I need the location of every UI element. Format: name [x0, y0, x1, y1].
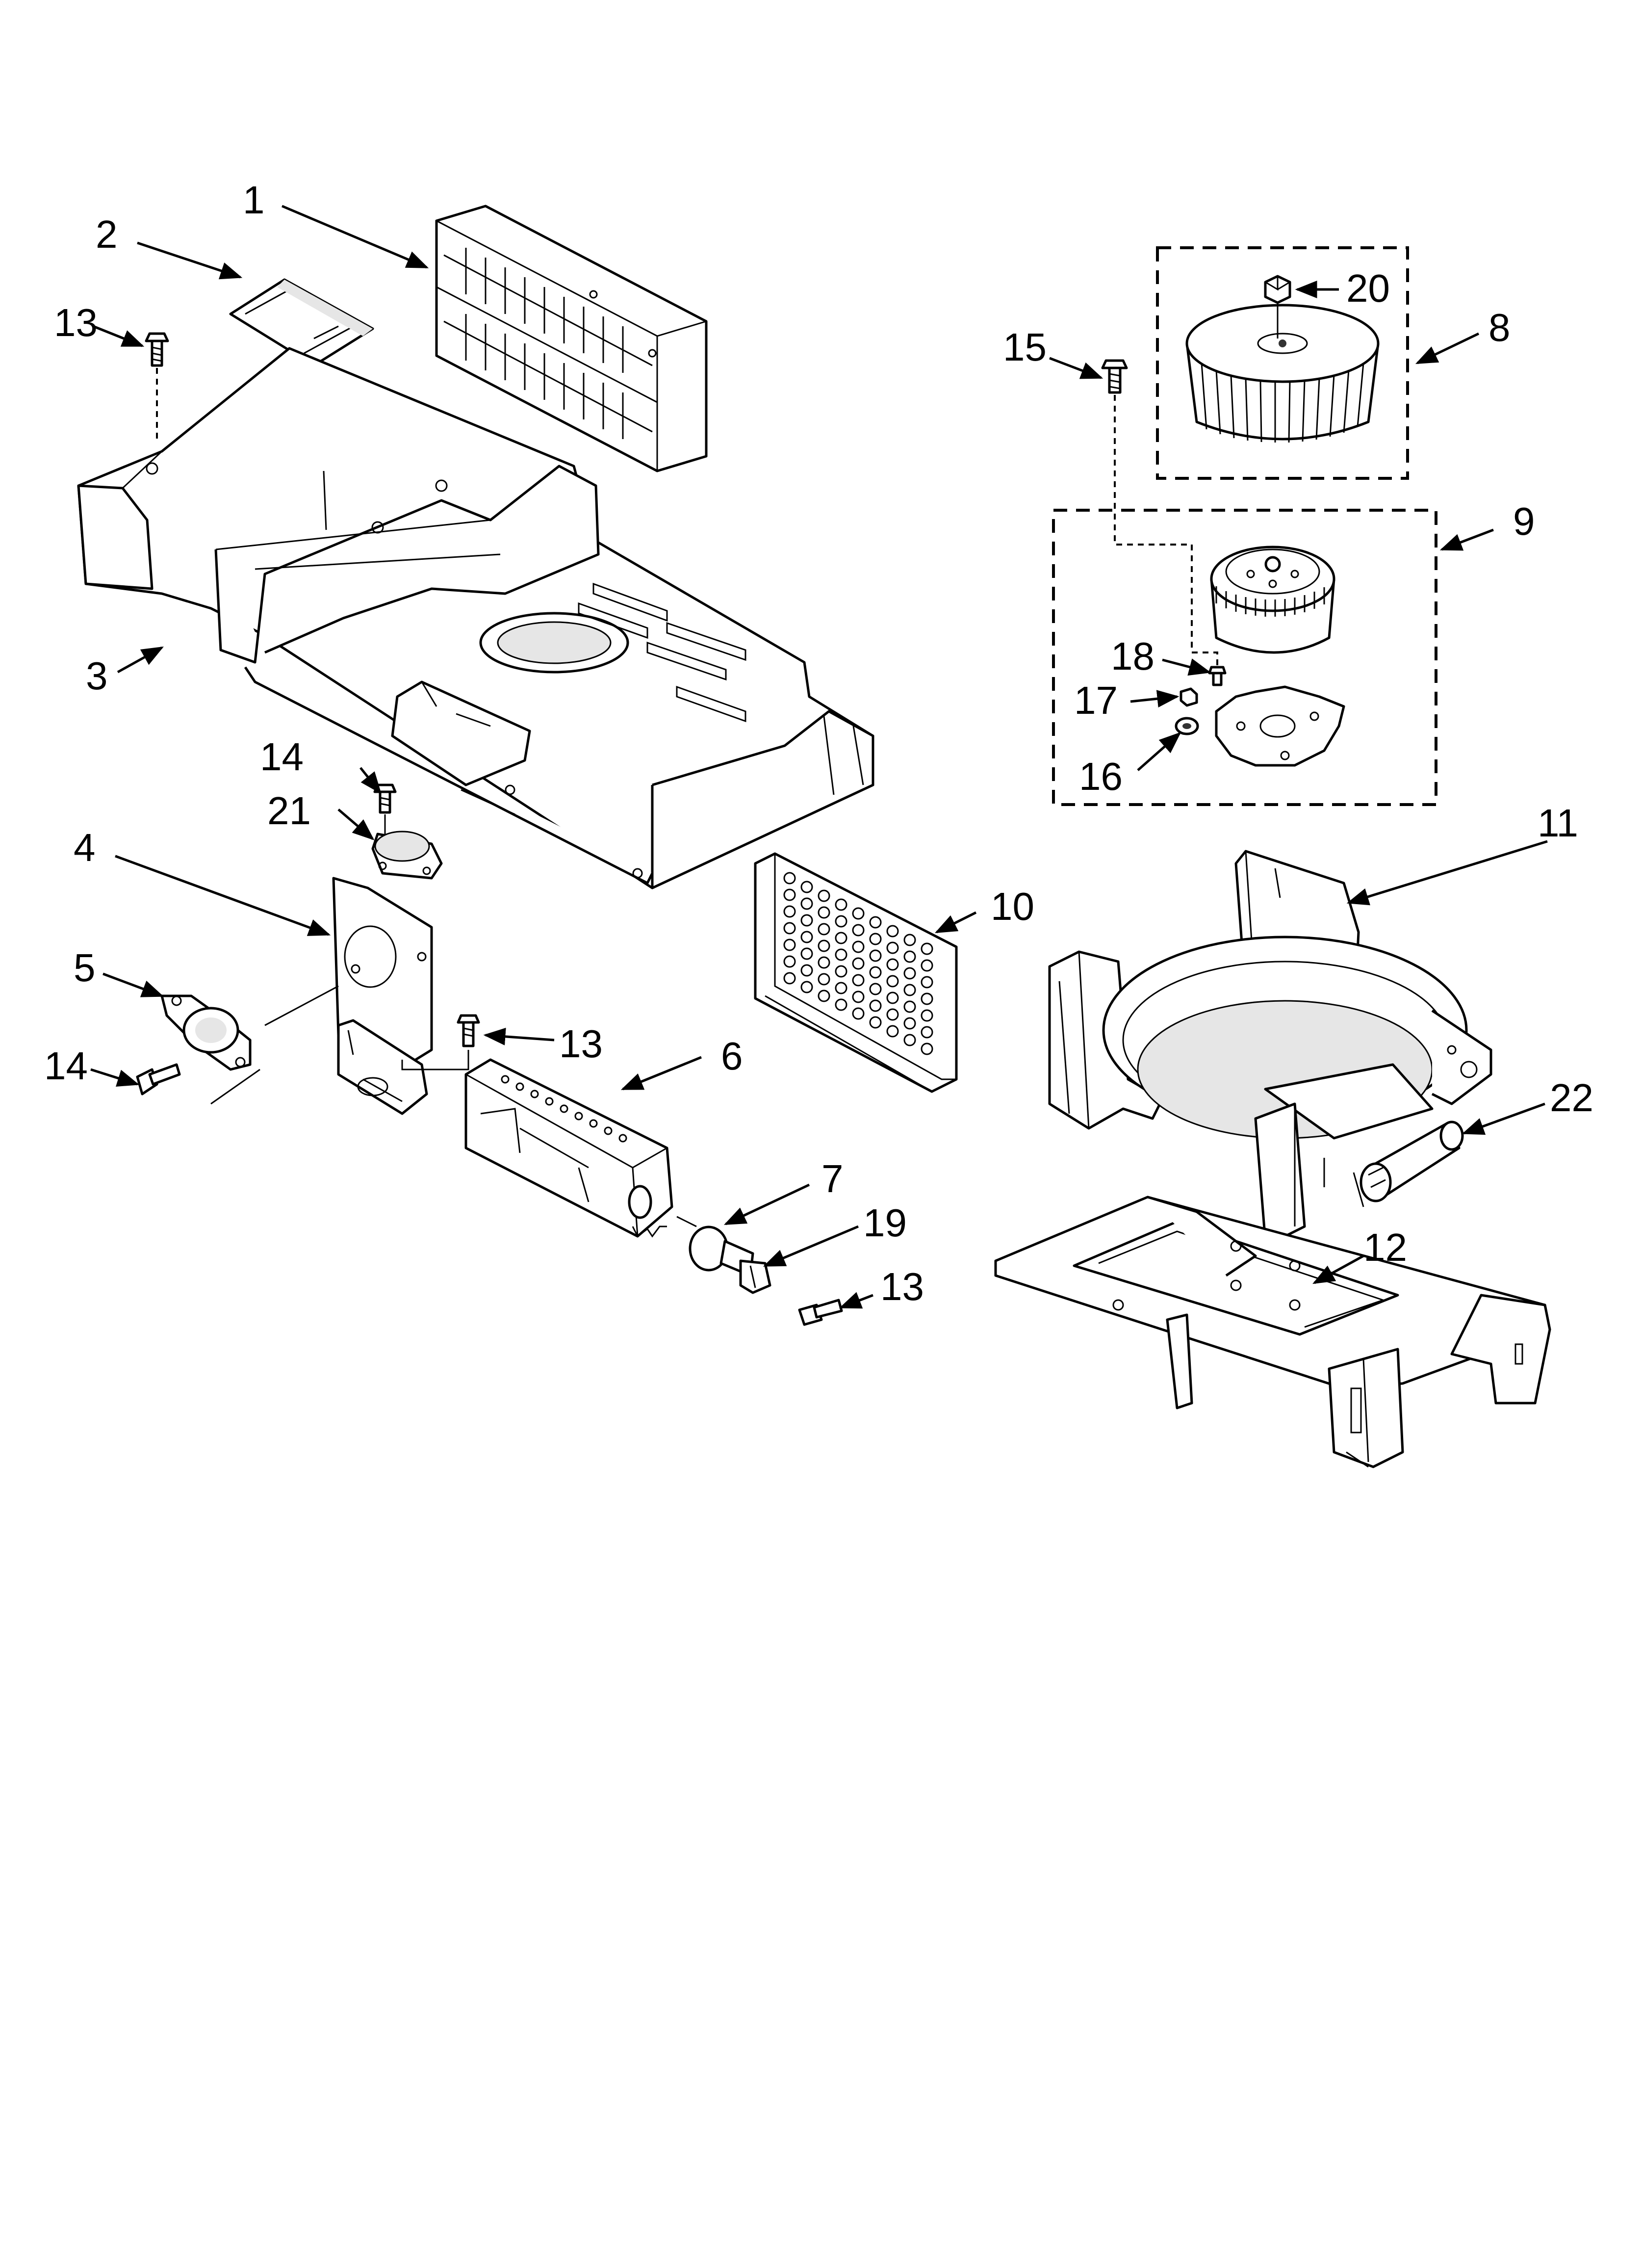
screw-15 — [1101, 359, 1128, 394]
part-9-motor-assembly — [1052, 395, 1437, 806]
part-21-thermal-fuse — [371, 831, 443, 880]
callout-22: 22 — [1550, 1076, 1593, 1120]
screw-13-lower — [798, 1299, 843, 1326]
part-4-mounting-bracket — [332, 877, 433, 1115]
callout-21: 21 — [267, 789, 311, 833]
callout-11: 11 — [1538, 801, 1578, 845]
callout-8: 8 — [1488, 306, 1511, 349]
part-19-socket — [739, 1259, 771, 1294]
callout-20: 20 — [1346, 266, 1390, 310]
callout-10: 10 — [991, 885, 1034, 928]
callout-3: 3 — [86, 654, 108, 698]
part-2-cover-plate — [229, 278, 374, 367]
part-3-main-housing — [77, 347, 874, 889]
callout-18: 18 — [1111, 634, 1155, 678]
part-5-thermostat — [160, 994, 252, 1071]
part-6-lamp-housing — [464, 1058, 673, 1238]
callout-labels: 1 2 3 4 5 6 7 8 9 10 11 12 13 13 13 14 1… — [44, 178, 1593, 1308]
callout-12: 12 — [1363, 1225, 1407, 1269]
callout-13-middle: 13 — [559, 1022, 603, 1066]
callout-19: 19 — [863, 1201, 907, 1245]
part-10-grease-filter — [754, 852, 958, 1093]
screw-13-middle — [457, 1014, 480, 1047]
screw-14-lower — [136, 1063, 181, 1095]
part-22-capacitor — [1360, 1121, 1464, 1202]
part-12-bottom-plate — [994, 1196, 1551, 1468]
callout-7: 7 — [821, 1157, 844, 1200]
callout-6: 6 — [721, 1034, 743, 1078]
callout-13-top-left: 13 — [54, 301, 98, 344]
part-11-blower-housing — [1048, 850, 1492, 1243]
callout-16: 16 — [1079, 755, 1123, 798]
callout-5: 5 — [74, 946, 96, 990]
part-1-louver-grille — [435, 205, 708, 472]
callout-15: 15 — [1003, 325, 1047, 369]
callout-arrows — [90, 205, 1548, 1309]
callout-9: 9 — [1513, 499, 1535, 543]
callout-14-upper: 14 — [260, 735, 304, 779]
part-8-blower-wheel — [1156, 246, 1409, 480]
callout-4: 4 — [74, 826, 96, 869]
callout-2: 2 — [96, 212, 118, 256]
screw-13-top-left — [145, 332, 169, 367]
callout-17: 17 — [1074, 678, 1118, 722]
callout-1: 1 — [243, 178, 265, 222]
callout-13-lower: 13 — [880, 1265, 924, 1308]
callout-14-lower: 14 — [44, 1044, 88, 1088]
